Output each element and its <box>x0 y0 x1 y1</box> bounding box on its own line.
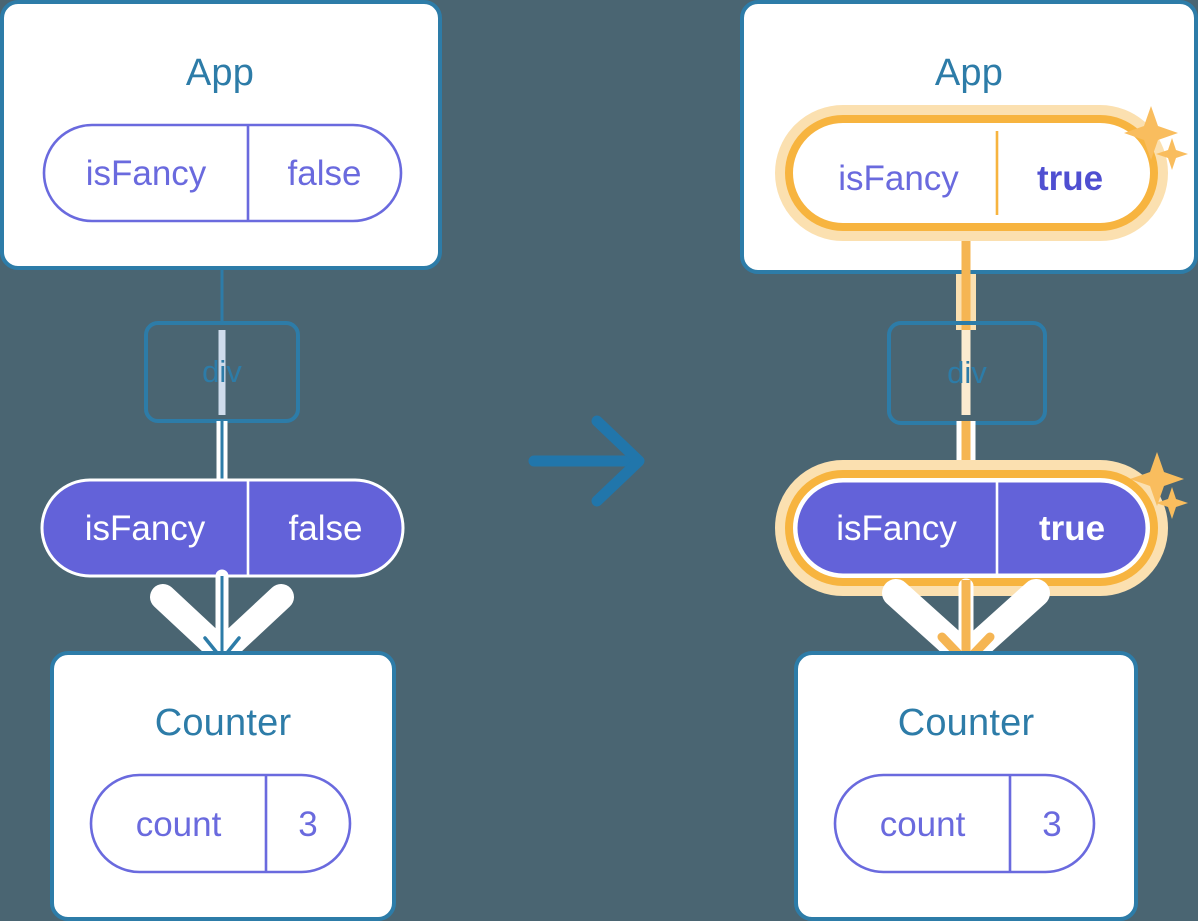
counter-state-pill-after <box>833 773 1096 874</box>
transition-arrow-icon <box>528 415 645 507</box>
prop-arrow-before <box>203 576 241 661</box>
prop-pill-before <box>40 478 405 578</box>
app-state-pill-before <box>42 123 403 223</box>
sparkle-icon-app-after <box>1124 106 1188 170</box>
prop-pill-after <box>775 460 1168 596</box>
counter-state-pill-before <box>89 773 352 874</box>
sparkle-icon-prop-after <box>1130 452 1188 519</box>
app-state-pill-after <box>775 105 1168 241</box>
